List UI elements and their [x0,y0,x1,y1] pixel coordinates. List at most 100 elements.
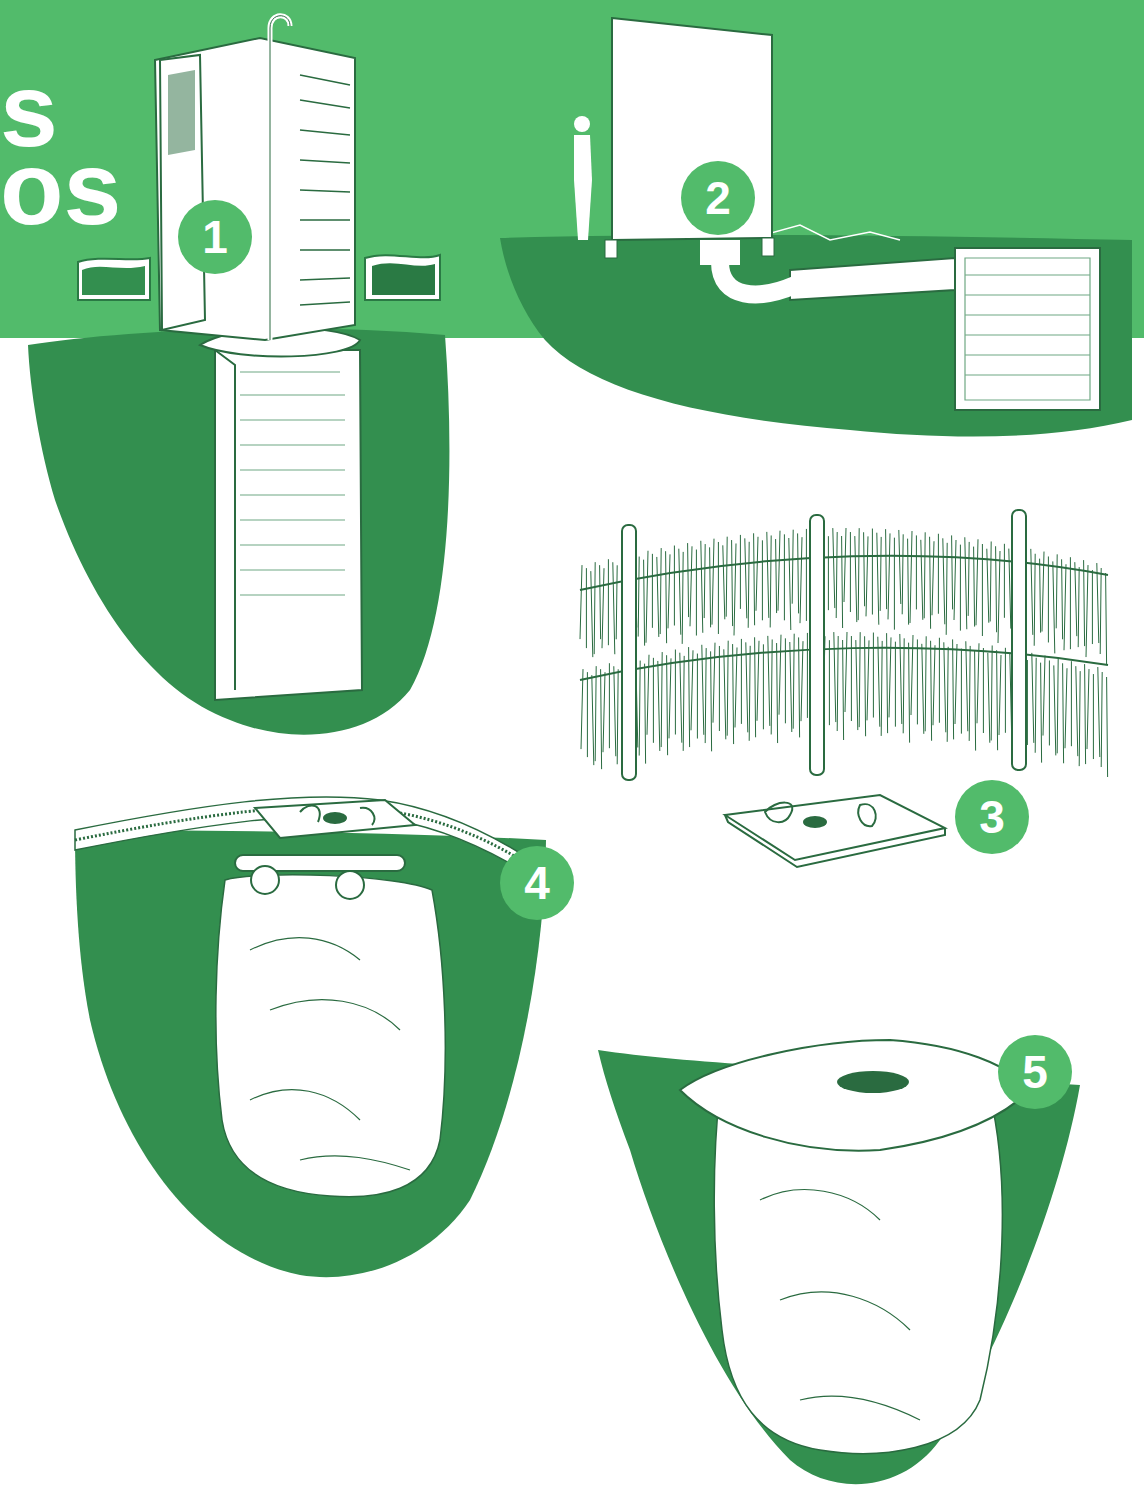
grass-stroke [990,541,992,740]
grass-stroke [600,565,602,769]
grass-stroke [916,535,917,724]
grass-stroke [646,551,649,735]
grass-stroke [850,532,851,721]
latrine-five [598,1040,1080,1484]
grass-stroke [833,528,836,722]
grass-stroke [710,547,712,751]
grass-stroke [586,568,587,757]
grass-stroke [1097,563,1100,757]
grass-stroke [668,554,671,738]
grass-stroke [652,554,653,743]
grass-stroke [666,551,668,755]
grass-stroke [894,538,895,727]
grass-stroke [638,557,640,756]
latrine-two [500,18,1132,437]
grass-stroke [1070,557,1071,746]
grass-stroke [1078,567,1080,766]
grass-stroke [1053,561,1056,755]
callout-number: 5 [998,1035,1072,1109]
grass-stroke [754,533,756,737]
grass-stroke [784,534,785,723]
grass-stroke [1106,573,1108,777]
grass-stroke [674,546,675,735]
grass-stroke [748,542,750,741]
grass-stroke [718,542,719,731]
grass-stroke [701,541,704,735]
grass-stroke [1031,549,1034,743]
grass-stroke [688,543,690,747]
grass-stroke [1064,564,1067,748]
latrine-four [75,797,546,1277]
grass-stroke [1048,556,1049,745]
grass-stroke [682,552,684,751]
grass-stroke [613,562,616,756]
grass-stroke [591,571,594,765]
callout-number: 1 [178,200,252,274]
grass-stroke [866,536,869,720]
grass-stroke [952,535,954,739]
grass-stroke [644,560,646,764]
grass-stroke [732,540,734,744]
grass-stroke [1062,559,1064,763]
grass-stroke [704,544,706,743]
grass-stroke [932,541,935,725]
grass-stroke [930,537,932,741]
grass-stroke [580,565,583,749]
grass-stroke [745,538,748,732]
grass-stroke [776,539,778,743]
grass-stroke [1100,568,1102,767]
grass-stroke [842,536,844,740]
grass-stroke [921,540,924,734]
grass-stroke [723,545,726,739]
grass-stroke [1042,552,1045,736]
grass-stroke [1040,559,1042,763]
grass-stroke [908,539,910,743]
title-fragment: os [0,140,121,236]
grass-stroke [806,529,807,718]
grass-stroke [888,533,891,717]
grass-stroke [616,565,618,764]
grass-stroke [1034,554,1036,753]
grass-stroke [657,557,660,751]
grass-stroke [696,550,697,739]
grass-stroke [740,535,741,724]
grass-stroke [910,531,913,715]
grass-stroke [660,548,662,747]
grass-stroke [858,528,860,727]
grass-stroke [899,530,902,724]
grass-stroke [998,551,1001,735]
grass-stroke [864,532,866,736]
grass-stroke [1084,560,1086,764]
grass-stroke [1086,565,1089,749]
grass-stroke [828,536,829,725]
grass-stroke [943,538,946,732]
grass-stroke [872,529,873,718]
grass-stroke [778,531,781,715]
grass-stroke [770,535,772,734]
grass-stroke [792,530,794,729]
grass-stroke [987,549,990,743]
grass-stroke [996,546,998,750]
grass-stroke [976,539,979,723]
grass-stroke [712,539,715,723]
callout-number: 2 [681,161,755,235]
grass-stroke [734,543,737,727]
grass-stroke [608,559,609,748]
grass-stroke [690,546,693,730]
grass-stroke [877,533,880,727]
grass-stroke [1092,570,1093,759]
grass-stroke [1056,554,1058,753]
grass-stroke [1004,544,1005,733]
grass-stroke [594,562,596,761]
grass-stroke [946,543,948,742]
callout-number: 3 [955,780,1029,854]
grass-stroke [789,538,792,732]
grass-stroke [836,532,838,731]
grass-stroke [880,537,882,736]
grass-stroke [679,549,682,743]
grass-stroke [855,536,858,730]
grass-stroke [1075,562,1078,756]
grass-stroke [762,540,763,729]
